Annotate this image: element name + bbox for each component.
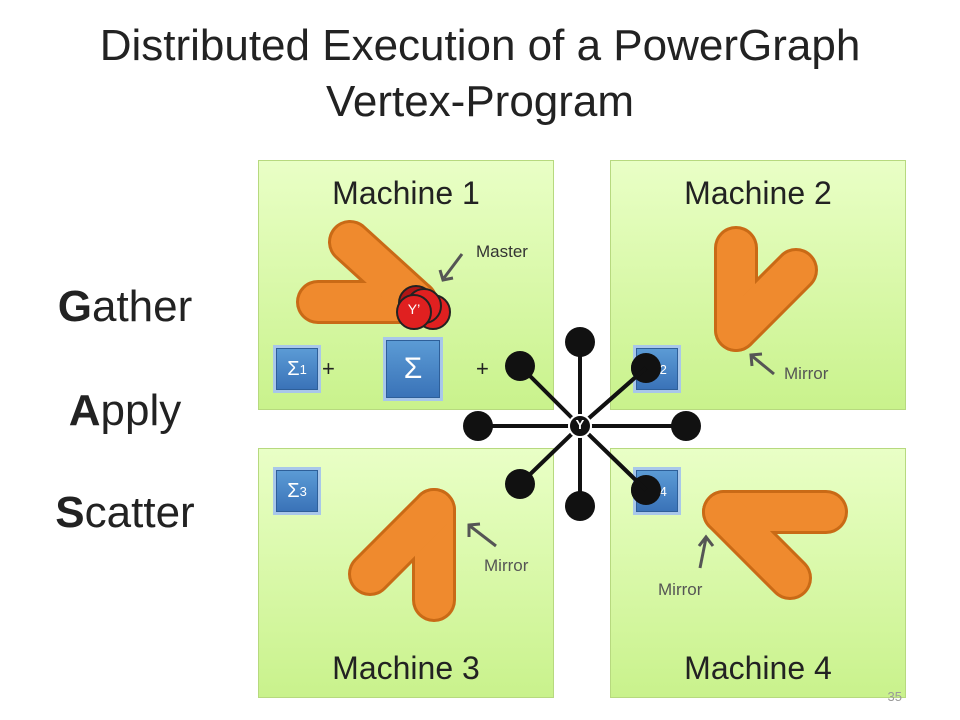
slide-title: Distributed Execution of a PowerGraph Ve… [0,18,960,130]
sigma-1-sub: 1 [299,361,307,377]
machine-4-label: Machine 4 [684,650,832,686]
sigma-3-symbol: Σ [287,479,300,502]
sigma-4-sub: 4 [659,483,667,499]
master-label: Master [476,242,528,261]
star-edge-se-front [578,424,648,492]
phase-apply: Apply [0,386,250,436]
phase-gather-rest: ather [91,282,193,331]
phase-scatter: Scatter [0,488,250,538]
mirror-arrow-m4-head [697,534,715,547]
title-line-2: Vertex-Program [325,77,635,126]
sigma-3-sub: 3 [299,483,307,499]
plus-sign-left: + [322,356,335,381]
plus-sign-right: + [476,356,489,381]
phase-gather-initial: G [57,282,92,331]
master-vertex-label: Y’ [407,301,421,317]
center-vertex-label-front: Y [575,417,585,432]
sigma-total-symbol: Σ [403,352,423,385]
phase-gather: Gather [0,282,250,332]
sigma-total-box: Σ [386,340,440,398]
sigma-1-symbol: Σ [287,357,300,380]
master-arrow [442,253,464,279]
pointer-arrows [438,253,775,569]
neighbor-sw [505,469,535,499]
neighbor-e [671,411,701,441]
machine-2-label: Machine 2 [684,175,832,211]
neighbor-w [463,411,493,441]
master-vertex-stack [396,285,451,330]
mirror-arrow-m3-head [467,522,481,537]
m4-edge-diagonal [705,493,809,597]
phase-scatter-rest: catter [84,488,195,537]
title-line-1: Distributed Execution of a PowerGraph [99,21,861,70]
mirror-arrow-m3 [469,524,497,548]
phase-apply-initial: A [68,386,101,435]
phase-apply-rest: pply [100,386,182,435]
mirror-label-m4: Mirror [658,580,703,599]
m2-edge-diagonal [717,251,815,349]
page-number: 35 [887,689,902,704]
machine-1-label: Machine 1 [332,175,480,211]
master-vertex-front [396,294,432,330]
master-arrow-head [438,269,454,282]
star-edge-ne-front [578,366,648,428]
machine-3-label: Machine 3 [332,650,480,686]
neighbor-s [565,491,595,521]
mirror-arrow-m2-head [749,352,763,367]
m3-edge-diagonal [351,491,453,593]
neighbor-nw [505,351,535,381]
neighbor-n [565,327,595,357]
sigma-2-sub: 2 [659,361,667,377]
mirror-arrow-m4 [698,537,708,569]
mirror-label-m2: Mirror [784,364,829,383]
phase-scatter-initial: S [55,488,85,537]
center-vertex-front [568,414,592,438]
mirror-label-m3: Mirror [484,556,529,575]
mirror-arrow-m2 [751,354,775,376]
